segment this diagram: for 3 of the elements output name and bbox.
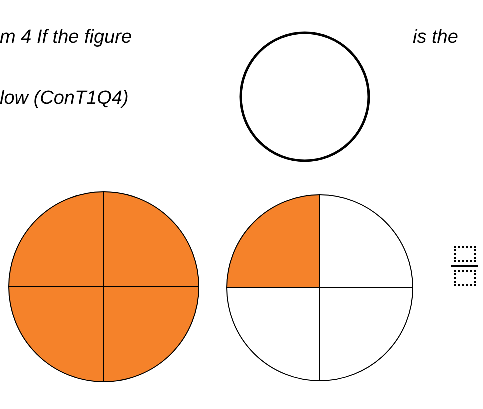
question-text: low (ConT1Q4) — [0, 88, 129, 110]
question-text: m 4 If the figure — [0, 27, 132, 49]
question-text: is the — [413, 27, 458, 49]
